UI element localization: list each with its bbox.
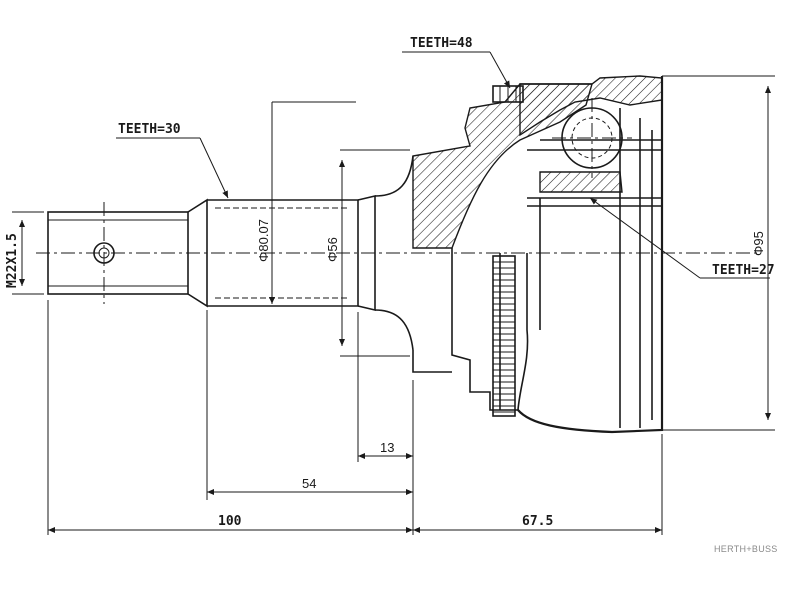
dim-dia-neck: Φ56 — [325, 237, 340, 262]
dim-thread: M22X1.5 — [5, 233, 20, 288]
label-teeth-27: TEETH=27 — [712, 263, 775, 278]
dim-13: 13 — [380, 440, 394, 455]
dim-54: 54 — [302, 476, 316, 491]
leader-lines — [116, 51, 770, 279]
horizontal-dimensions — [48, 453, 662, 533]
bell-housing-section — [412, 75, 663, 249]
threaded-end — [47, 198, 208, 308]
dim-100: 100 — [218, 514, 242, 529]
dim-dia-outer: Φ95 — [751, 231, 766, 256]
ball-bearing — [552, 98, 632, 178]
inner-race-section — [539, 171, 623, 193]
brand-watermark: HERTH+BUSS — [714, 544, 778, 554]
extension-lines — [12, 75, 775, 535]
label-teeth-48: TEETH=48 — [410, 36, 473, 51]
dim-dia-shaft: Φ80.07 — [256, 219, 271, 262]
dim-67-5: 67.5 — [522, 514, 553, 529]
vertical-dimensions — [19, 86, 771, 420]
cotter-pin-hole — [93, 242, 115, 264]
spline-shaft — [207, 155, 414, 351]
abs-tone-ring — [492, 255, 516, 417]
label-teeth-30: TEETH=30 — [118, 122, 181, 137]
housing-outline — [412, 76, 664, 434]
